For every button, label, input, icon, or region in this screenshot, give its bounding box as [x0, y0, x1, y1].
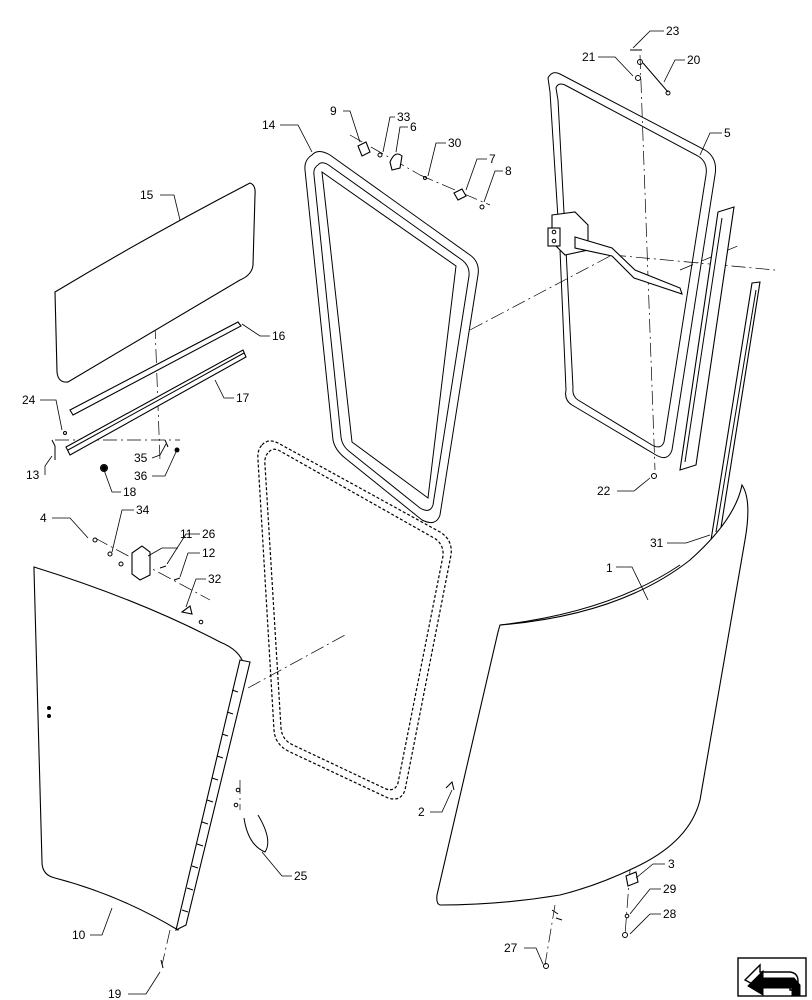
callout-labels: 1 2 3 4 5 6 7 8 9 10 11 12 13 14 15 16 1…: [22, 24, 731, 1000]
latch-hardware-top: [357, 141, 485, 210]
callout-6: 6: [410, 120, 417, 134]
callout-14: 14: [262, 118, 276, 132]
callout-34: 34: [136, 503, 150, 517]
callout-22: 22: [597, 484, 611, 498]
glass-panel-15: [54, 182, 256, 383]
callout-8: 8: [505, 164, 512, 178]
callout-29: 29: [663, 882, 677, 896]
callout-26: 26: [202, 527, 216, 541]
callout-19: 19: [108, 987, 122, 1000]
hinge-strip-right: [679, 206, 735, 471]
callout-4: 4: [40, 511, 47, 525]
gas-strut-20: [630, 49, 671, 479]
callout-23: 23: [666, 24, 680, 38]
callout-12: 12: [202, 546, 216, 560]
center-lines: [55, 54, 776, 966]
callout-17: 17: [236, 391, 250, 405]
leader-lines: [40, 30, 722, 995]
arrow-icon[interactable]: [737, 957, 807, 997]
fastener-group-bottom: [160, 871, 639, 969]
callout-30: 30: [448, 136, 462, 150]
callout-35: 35: [134, 451, 148, 465]
cable-25: [233, 787, 269, 853]
door-frame-5: [547, 72, 716, 459]
callout-11: 11: [180, 527, 193, 541]
hinge-cutouts: [181, 689, 239, 913]
callout-18: 18: [123, 485, 137, 499]
callout-24: 24: [22, 393, 36, 407]
callout-32: 32: [208, 572, 222, 586]
window-seal-14: [304, 151, 479, 524]
rubber-seal-gasket: [257, 440, 452, 800]
callout-21: 21: [582, 50, 596, 64]
fastener-group-left: [51, 431, 180, 472]
callout-27: 27: [504, 941, 518, 955]
callout-36: 36: [134, 469, 148, 483]
strip-31: [710, 281, 761, 541]
door-panel-10: [33, 566, 251, 932]
callout-1: 1: [606, 561, 613, 575]
channel-strip-17: [65, 349, 247, 456]
seal-strip-16: [69, 321, 242, 416]
callout-10: 10: [72, 928, 86, 942]
callout-33: 33: [397, 110, 411, 124]
callout-3: 3: [668, 857, 675, 871]
callout-20: 20: [687, 53, 701, 67]
side-panel-1: [436, 483, 749, 906]
callout-9: 9: [330, 104, 337, 118]
callout-15: 15: [140, 188, 154, 202]
callout-2: 2: [418, 805, 425, 819]
callout-16: 16: [272, 329, 286, 343]
latch-hardware-mid: [92, 537, 204, 625]
callout-31: 31: [650, 536, 664, 550]
callout-25: 25: [294, 869, 308, 883]
callout-28: 28: [663, 907, 677, 921]
callout-5: 5: [724, 126, 731, 140]
callout-7: 7: [489, 152, 496, 166]
callout-13: 13: [26, 468, 40, 482]
